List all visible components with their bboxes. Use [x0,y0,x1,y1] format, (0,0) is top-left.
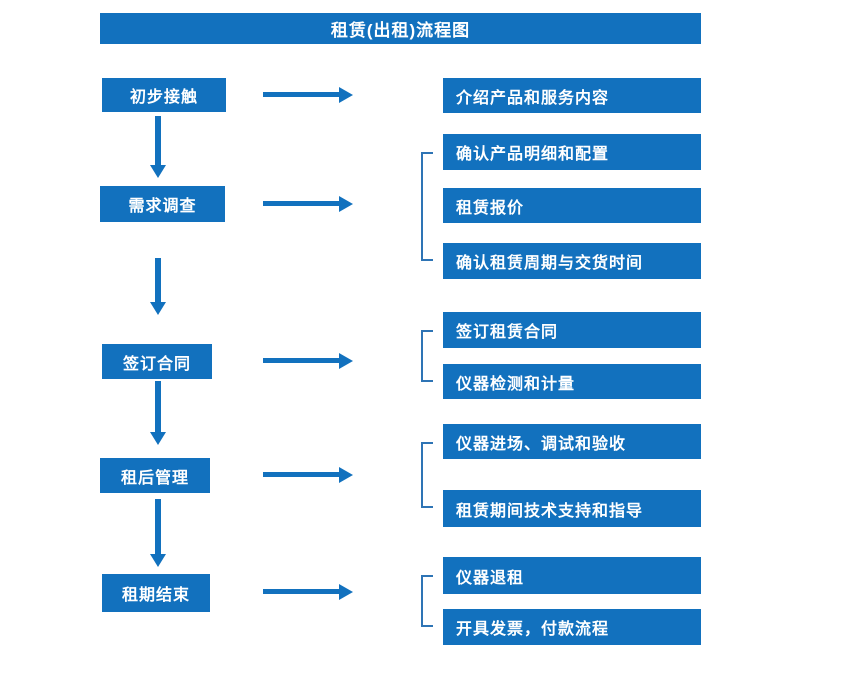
step-box-rental-end: 租期结束 [102,574,210,612]
page-title: 租赁(出租)流程图 [100,13,701,44]
arrow-stem [263,589,340,594]
detail-box: 确认产品明细和配置 [443,134,701,170]
bracket-step4-details [421,442,433,508]
arrow-down-step1-to-step2 [150,116,166,178]
bracket-step3-details [421,330,433,382]
arrow-head-icon [339,584,353,600]
arrow-down-step3-to-step4 [150,381,166,445]
arrow-head-icon [150,302,166,315]
step-box-demand-survey: 需求调查 [100,186,225,222]
arrow-head-icon [150,165,166,178]
arrow-right-step1-to-details [263,87,353,103]
arrow-stem [263,472,340,477]
bracket-step5-details [421,575,433,627]
detail-box: 开具发票，付款流程 [443,609,701,645]
step-box-sign-contract: 签订合同 [102,344,212,379]
arrow-right-step3-to-details [263,353,353,369]
arrow-stem [155,499,161,555]
arrow-stem [263,358,340,363]
detail-box: 租赁期间技术支持和指导 [443,490,701,527]
detail-box: 仪器进场、调试和验收 [443,424,701,459]
arrow-stem [263,92,340,97]
arrow-head-icon [150,432,166,445]
arrow-stem [155,116,161,166]
detail-box: 租赁报价 [443,188,701,223]
detail-box: 介绍产品和服务内容 [443,78,701,113]
detail-box: 签订租赁合同 [443,312,701,348]
arrow-stem [155,258,161,303]
detail-box: 仪器退租 [443,557,701,594]
arrow-down-step2-to-step3 [150,258,166,315]
arrow-stem [263,201,340,206]
arrow-stem [155,381,161,433]
detail-box: 仪器检测和计量 [443,364,701,399]
arrow-head-icon [150,554,166,567]
step-box-post-rental-management: 租后管理 [100,458,210,493]
arrow-head-icon [339,353,353,369]
arrow-head-icon [339,87,353,103]
arrow-head-icon [339,467,353,483]
arrow-right-step5-to-details [263,584,353,600]
arrow-head-icon [339,196,353,212]
arrow-down-step4-to-step5 [150,499,166,567]
bracket-step2-details [421,152,433,261]
detail-box: 确认租赁周期与交货时间 [443,243,701,279]
step-box-initial-contact: 初步接触 [102,78,226,112]
arrow-right-step4-to-details [263,467,353,483]
arrow-right-step2-to-details [263,196,353,212]
